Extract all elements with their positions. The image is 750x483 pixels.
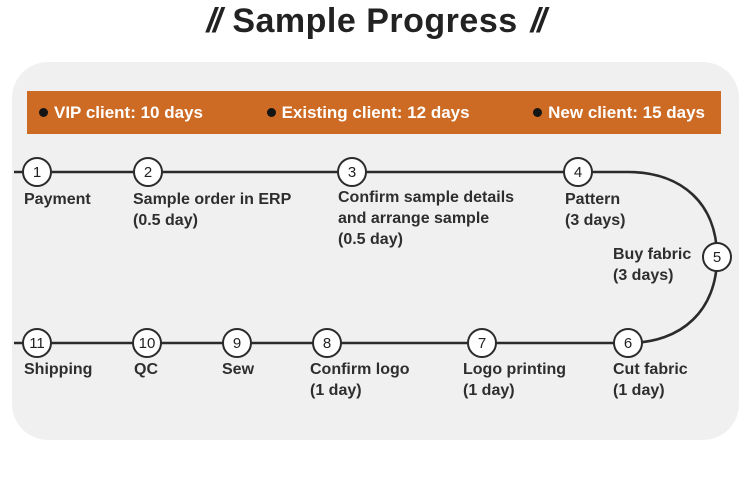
step-label-text: Payment (24, 191, 91, 208)
step-circle-8: 8 (312, 328, 342, 358)
progress-card: VIP client: 10 days Existing client: 12 … (12, 62, 739, 440)
step-duration-text: (0.5 day) (338, 231, 403, 248)
step-number: 9 (232, 334, 242, 352)
step-label-text: Buy fabric (613, 246, 692, 263)
step-circle-11: 11 (22, 328, 52, 358)
step-label-text: QC (134, 361, 158, 378)
step-label-text: Logo printing (463, 361, 567, 378)
step-number: 10 (138, 334, 156, 352)
step-duration-text: (1 day) (613, 382, 665, 399)
step-circle-10: 10 (132, 328, 162, 358)
step-label-pattern: Pattern (3 days) (565, 189, 625, 231)
step-circle-6: 6 (613, 328, 643, 358)
step-label-text: Cut fabric (613, 361, 688, 378)
step-number: 3 (347, 163, 357, 181)
step-label-confirm-logo: Confirm logo (1 day) (310, 359, 410, 401)
step-label-sample-order: Sample order in ERP (0.5 day) (133, 189, 291, 231)
step-number: 2 (143, 163, 153, 181)
step-number: 5 (712, 248, 722, 266)
step-circle-7: 7 (467, 328, 497, 358)
step-label-payment: Payment (24, 189, 91, 210)
step-circle-4: 4 (563, 157, 593, 187)
banner-item-vip: VIP client: 10 days (39, 103, 203, 123)
step-number: 7 (477, 334, 487, 352)
banner-item-existing: Existing client: 12 days (266, 102, 470, 123)
bullet-icon (39, 108, 48, 117)
step-label-text: Confirm sample details and arrange sampl… (338, 189, 515, 227)
step-duration-text: (1 day) (310, 382, 362, 399)
step-circle-2: 2 (133, 157, 163, 187)
step-duration-text: (0.5 day) (133, 212, 198, 229)
step-circle-1: 1 (22, 157, 52, 187)
title-right-quote-icon: // (530, 2, 547, 40)
step-number: 6 (623, 334, 633, 352)
step-number: 11 (29, 334, 45, 352)
step-label-text: Shipping (24, 361, 93, 378)
step-label-text: Confirm logo (310, 361, 410, 378)
step-label-qc: QC (134, 359, 158, 380)
step-label-text: Sew (222, 361, 255, 378)
bullet-icon (266, 108, 276, 117)
banner-item-vip-label: VIP client: 10 days (54, 102, 203, 122)
step-label-buy-fabric: Buy fabric (3 days) (613, 244, 691, 286)
step-duration-text: (3 days) (613, 267, 674, 284)
step-label-sew: Sew (222, 359, 254, 380)
page-title: // Sample Progress // (0, 2, 750, 41)
banner-item-new: New client: 15 days (533, 103, 705, 123)
step-number: 1 (32, 163, 42, 181)
step-circle-5: 5 (702, 242, 732, 272)
step-label-text: Sample order in ERP (133, 191, 292, 208)
step-duration-text: (1 day) (463, 382, 515, 399)
step-duration-text: (3 days) (565, 212, 626, 229)
bullet-icon (533, 108, 543, 117)
step-label-text: Pattern (565, 191, 621, 208)
banner-item-existing-label: Existing client: 12 days (281, 102, 470, 122)
step-label-logo-printing: Logo printing (1 day) (463, 359, 566, 401)
page-title-text: Sample Progress (232, 2, 518, 40)
step-label-shipping: Shipping (24, 359, 92, 380)
banner-item-new-label: New client: 15 days (548, 102, 705, 122)
title-left-quote-icon: // (206, 2, 222, 40)
step-label-cut-fabric: Cut fabric (1 day) (613, 359, 688, 401)
step-circle-9: 9 (222, 328, 252, 358)
step-circle-3: 3 (337, 157, 367, 187)
client-leadtime-banner: VIP client: 10 days Existing client: 12 … (27, 91, 721, 134)
step-label-confirm-details: Confirm sample details and arrange sampl… (338, 187, 543, 250)
step-number: 8 (322, 334, 332, 352)
step-number: 4 (573, 163, 583, 181)
